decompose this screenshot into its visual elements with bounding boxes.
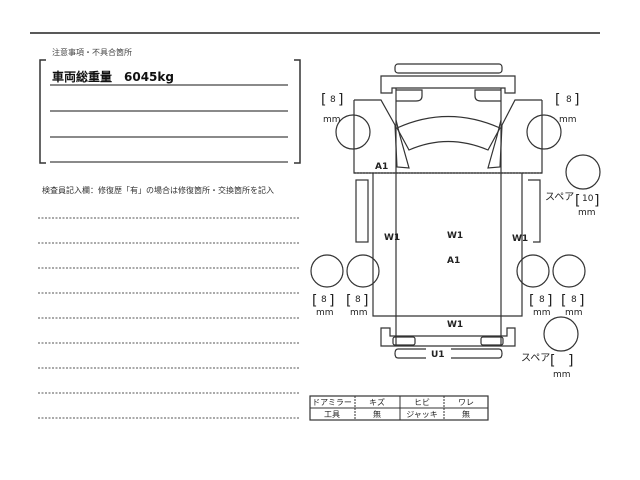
svg-text:]: ] xyxy=(568,353,573,369)
inspector-instruction: 検査員記入欄：修復歴「有」の場合は修復箇所・交換箇所を記入 xyxy=(42,186,274,195)
table-cell: ワレ xyxy=(458,398,474,407)
svg-text:スペア: スペア xyxy=(521,353,550,364)
notes-header: 注意事項・不具合箇所 xyxy=(52,48,132,57)
spare-bottom-measure: スペア[]mm xyxy=(521,353,573,380)
svg-text:[: [ xyxy=(550,353,555,369)
table-cell: ドアミラー xyxy=(312,398,352,407)
tire-front-left-measure: [8] mm xyxy=(321,92,343,125)
svg-text:]: ] xyxy=(329,293,334,309)
table-cell: キズ xyxy=(369,397,385,407)
spare-top-measure: スペア[10]mm xyxy=(545,192,599,218)
equipment-table xyxy=(309,395,489,421)
rear-left-inner-tire xyxy=(346,254,380,288)
svg-text:mm: mm xyxy=(565,308,583,318)
svg-text:[: [ xyxy=(561,293,566,309)
table-cell: 工具 xyxy=(324,410,340,419)
table-cell: 無 xyxy=(373,409,381,419)
front-left-tire xyxy=(335,114,371,150)
svg-text:]: ] xyxy=(363,293,368,309)
svg-text:]: ] xyxy=(338,92,343,108)
svg-text:mm: mm xyxy=(559,115,577,125)
svg-text:8: 8 xyxy=(571,295,577,305)
notes-bracket-right xyxy=(294,59,301,164)
svg-text:[: [ xyxy=(321,92,326,108)
svg-text:[: [ xyxy=(575,193,580,209)
tire-rear-left-outer-measure: [8]mm xyxy=(312,293,334,318)
svg-text:[: [ xyxy=(312,293,317,309)
label-w1-left: W1 xyxy=(384,233,400,243)
tire-front-right-measure: [8] mm xyxy=(555,92,579,125)
rear-left-outer-tire xyxy=(310,254,344,288)
svg-text:mm: mm xyxy=(316,308,334,318)
label-w1-right: W1 xyxy=(512,234,528,244)
svg-text:mm: mm xyxy=(553,370,571,380)
table-cell: ヒビ xyxy=(414,398,430,407)
left-step xyxy=(355,179,369,243)
windshield xyxy=(396,115,501,151)
svg-text:8: 8 xyxy=(539,295,545,305)
label-w1-center: W1 xyxy=(447,231,463,241)
svg-text:]: ] xyxy=(574,92,579,108)
right-step xyxy=(528,179,541,243)
label-a1-front: A1 xyxy=(375,162,388,172)
svg-text:]: ] xyxy=(594,193,599,209)
table-cell: ジャッキ xyxy=(406,410,438,419)
rear-frame xyxy=(380,327,516,347)
svg-text:[: [ xyxy=(555,92,560,108)
svg-text:[: [ xyxy=(346,293,351,309)
front-frame xyxy=(380,75,516,94)
svg-text:10: 10 xyxy=(582,194,594,204)
svg-text:スペア: スペア xyxy=(545,192,574,203)
svg-text:]: ] xyxy=(579,293,584,309)
svg-text:8: 8 xyxy=(355,295,361,305)
tire-rear-right-inner-measure: [8]mm xyxy=(529,293,552,318)
spare-tire-top xyxy=(565,154,601,190)
svg-text:mm: mm xyxy=(578,208,596,218)
svg-text:[: [ xyxy=(529,293,534,309)
tire-rear-right-outer-measure: [8]mm xyxy=(561,293,584,318)
table-cell: 無 xyxy=(462,409,470,419)
label-w1-bottom: W1 xyxy=(447,320,463,330)
rear-right-outer-tire xyxy=(552,254,586,288)
vehicle-diagram xyxy=(310,63,601,359)
svg-text:8: 8 xyxy=(321,295,327,305)
spare-tire-bottom xyxy=(543,316,579,352)
svg-text:mm: mm xyxy=(533,308,551,318)
front-right-tire xyxy=(526,114,562,150)
tire-rear-left-inner-measure: [8]mm xyxy=(346,293,368,318)
label-u1: U1 xyxy=(431,350,445,360)
svg-text:mm: mm xyxy=(350,308,368,318)
inspector-lines xyxy=(38,217,300,419)
gross-weight-note: 車両総重量 6045kg xyxy=(52,70,174,84)
front-bumper xyxy=(394,63,503,74)
notes-lines xyxy=(50,84,288,163)
notes-bracket-left xyxy=(39,59,46,164)
svg-text:mm: mm xyxy=(323,115,341,125)
svg-text:]: ] xyxy=(547,293,552,309)
svg-text:8: 8 xyxy=(566,95,572,105)
label-a1-center: A1 xyxy=(447,256,460,266)
svg-text:8: 8 xyxy=(330,95,336,105)
rear-right-inner-tire xyxy=(516,254,550,288)
